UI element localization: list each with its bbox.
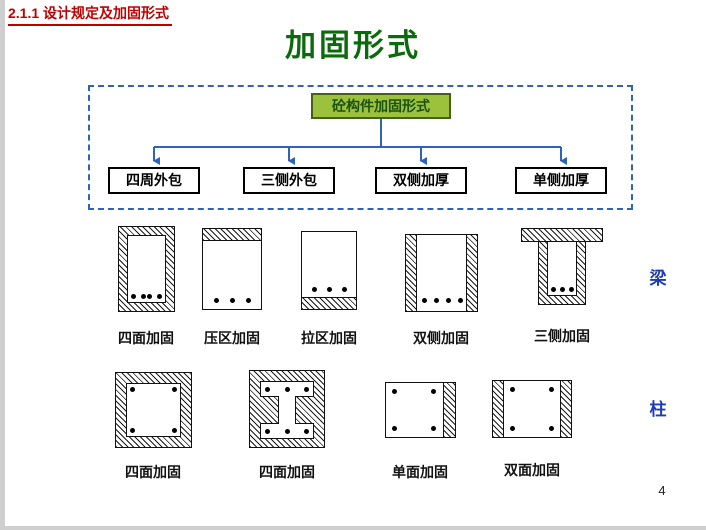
rebar-dot	[549, 387, 554, 392]
rebar-dot	[431, 426, 436, 431]
rebar-dot	[304, 429, 309, 434]
rebar-dot	[172, 428, 177, 433]
flowchart-child-box-1: 四周外包	[108, 167, 200, 194]
hatch-strip-right	[560, 380, 572, 438]
rebar-dot	[392, 389, 397, 394]
i-section-web	[278, 396, 296, 424]
column-section-label: 四面加固	[125, 464, 181, 480]
beam-section-compression-zone	[202, 228, 262, 310]
rebar-dot	[157, 294, 162, 299]
hatch-strip-left	[405, 234, 417, 312]
core-region	[126, 383, 181, 437]
column-section-one-side	[385, 382, 456, 438]
rebar-dot	[434, 298, 439, 303]
rebar-dot	[312, 287, 317, 292]
hatch-strip-left	[492, 380, 504, 438]
rebar-dot	[327, 287, 332, 292]
rebar-dot	[230, 298, 235, 303]
beam-section-label: 四面加固	[118, 330, 174, 346]
flowchart-child-box-2: 三侧外包	[243, 167, 335, 194]
column-section-label: 双面加固	[504, 462, 560, 478]
beam-section-label: 三侧加固	[534, 328, 590, 344]
page-number: 4	[658, 483, 666, 498]
beam-section-t-beam-three-sides	[521, 228, 603, 308]
flowchart-child-box-3: 双侧加厚	[375, 167, 467, 194]
core-region	[547, 242, 577, 296]
flowchart-root-box: 砼构件加固形式	[311, 93, 451, 119]
rebar-dot	[285, 387, 290, 392]
rebar-dot	[131, 294, 136, 299]
beam-row-side-label: 梁	[649, 269, 667, 288]
rebar-dot	[458, 298, 463, 303]
flowchart-child-box-4: 单侧加厚	[515, 167, 607, 194]
rebar-dot	[285, 429, 290, 434]
column-section-two-sides	[492, 380, 572, 438]
column-row-side-label: 柱	[649, 400, 667, 419]
hatch-strip-right	[443, 382, 456, 438]
rebar-dot	[147, 294, 152, 299]
rebar-dot	[265, 387, 270, 392]
beam-section-both-sides	[405, 234, 478, 312]
rebar-dot	[265, 429, 270, 434]
column-section-i-shape-four-sides	[249, 370, 325, 448]
i-section-bottom-flange	[260, 423, 314, 439]
rebar-dot	[141, 294, 146, 299]
rebar-dot	[510, 426, 515, 431]
rebar-dot	[130, 428, 135, 433]
beam-section-label: 拉区加固	[301, 330, 357, 346]
rebar-dot	[569, 287, 574, 292]
rebar-dot	[342, 287, 347, 292]
rebar-dot	[551, 287, 556, 292]
rebar-dot	[549, 426, 554, 431]
hatch-strip-right	[466, 234, 478, 312]
beam-section-label: 压区加固	[204, 330, 260, 346]
column-section-label: 单面加固	[392, 464, 448, 480]
rebar-dot	[130, 387, 135, 392]
rebar-dot	[172, 387, 177, 392]
rebar-dot	[431, 389, 436, 394]
i-section-top-flange	[260, 381, 314, 397]
page-title: 加固形式	[285, 28, 421, 63]
t-beam-flange	[521, 228, 603, 242]
flowchart-frame	[88, 85, 633, 210]
column-section-label: 四面加固	[259, 464, 315, 480]
hatch-strip-bottom	[301, 297, 357, 310]
rebar-dot	[446, 298, 451, 303]
beam-section-four-sides	[118, 226, 175, 312]
hatch-strip-top	[202, 228, 262, 241]
rebar-dot	[304, 387, 309, 392]
beam-section-label: 双侧加固	[413, 330, 469, 346]
core-region	[127, 235, 166, 303]
rebar-dot	[422, 298, 427, 303]
rebar-dot	[246, 298, 251, 303]
rebar-dot	[214, 298, 219, 303]
rebar-dot	[392, 426, 397, 431]
hatch-jacket	[538, 241, 586, 305]
beam-section-tension-zone	[301, 231, 357, 310]
section-heading: 2.1.1 设计规定及加固形式	[8, 3, 173, 26]
rebar-dot	[510, 387, 515, 392]
rebar-dot	[560, 287, 565, 292]
column-section-four-sides	[115, 372, 192, 448]
